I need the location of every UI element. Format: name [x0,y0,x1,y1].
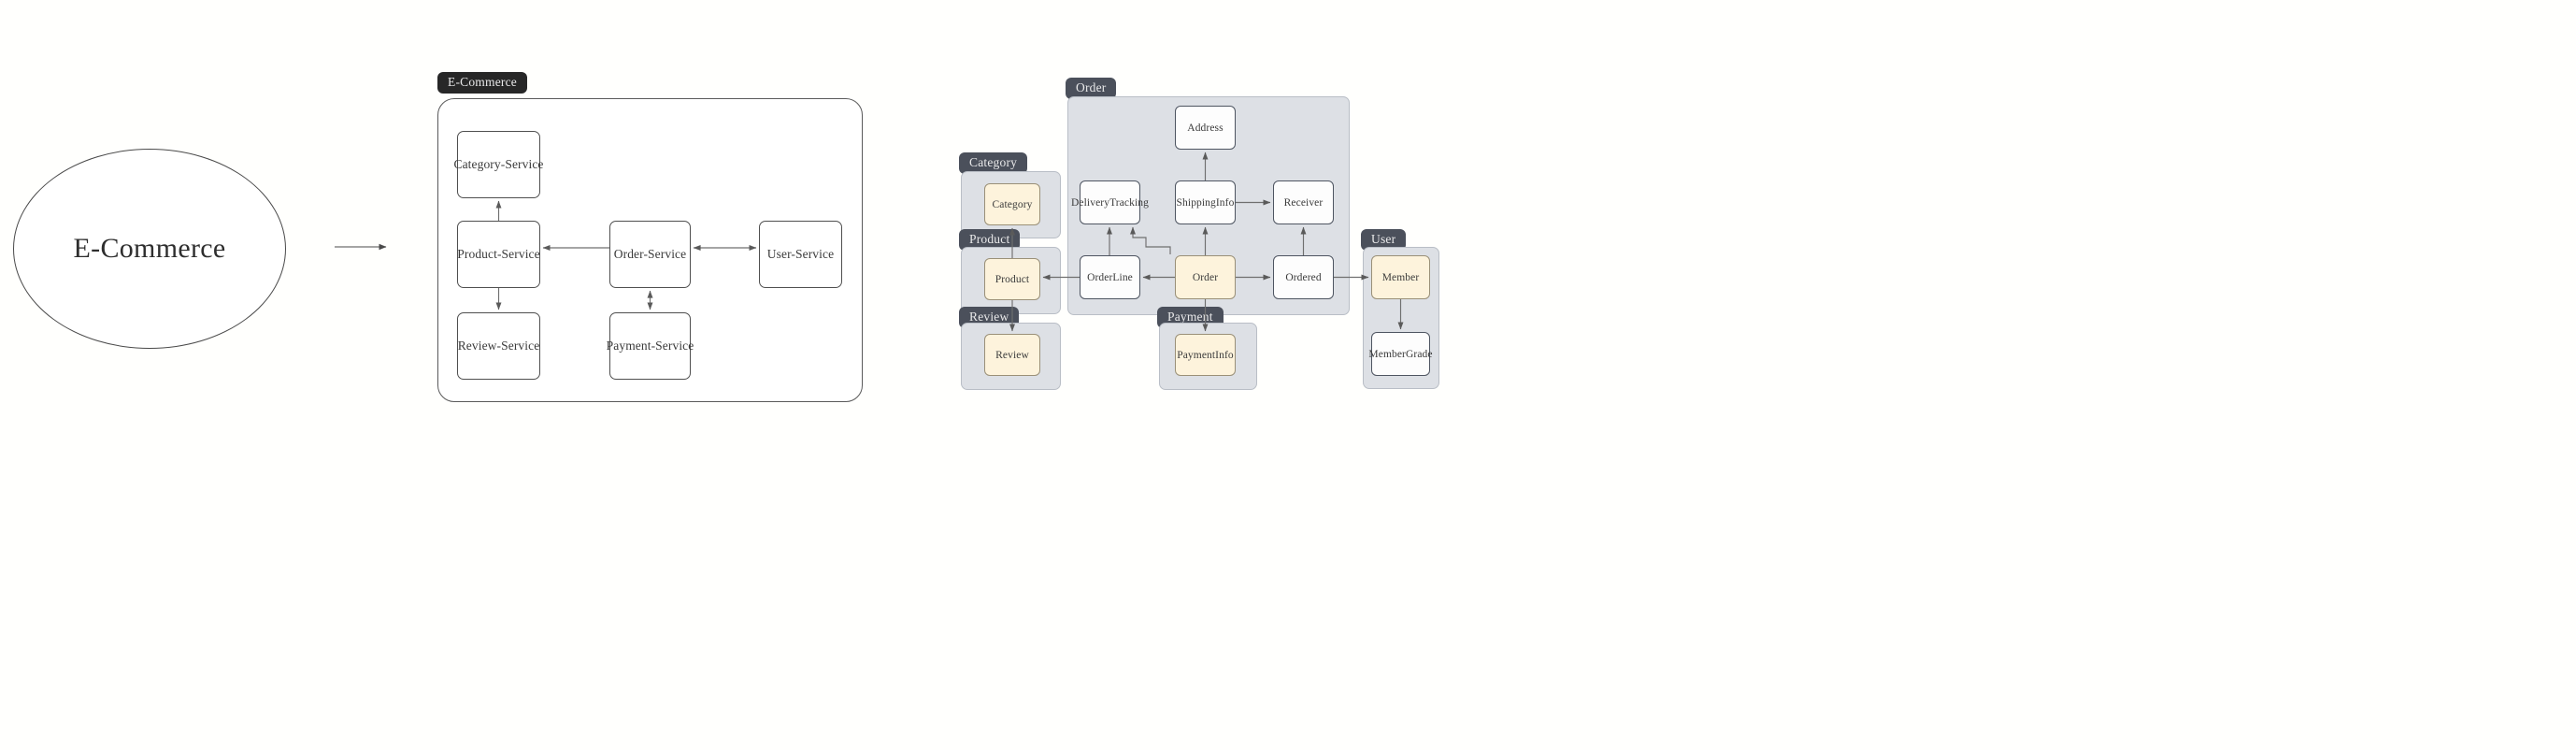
service-label: Category-Service [453,157,544,171]
entity-box-member[interactable]: Member [1371,255,1430,299]
service-label: Order-Service [613,247,687,261]
entity-box-ordered[interactable]: Ordered [1273,255,1334,299]
entity-label: OrderLine [1087,271,1133,283]
service-box-user-service[interactable]: User-Service [759,221,842,288]
service-label: User-Service [766,247,835,261]
group-tag-user[interactable]: User [1361,229,1407,252]
service-label: Review-Service [457,339,540,353]
entity-box-category[interactable]: Category [984,183,1040,225]
entity-label: Address [1187,122,1224,134]
service-box-review-service[interactable]: Review-Service [457,312,540,380]
group-tag-product[interactable]: Product [959,229,1021,252]
entity-box-review[interactable]: Review [984,334,1040,376]
entity-box-order[interactable]: Order [1175,255,1236,299]
entity-label: DeliveryTracking [1071,196,1149,209]
group-tag-ecommerce[interactable]: E-Commerce [437,72,527,94]
group-tag-category[interactable]: Category [959,152,1028,175]
entity-label: Ordered [1285,271,1322,283]
entity-label: Member [1381,271,1420,283]
context-ellipse-label: E-Commerce [73,233,226,264]
entity-box-shippinginfo[interactable]: ShippingInfo [1175,180,1236,224]
service-box-order-service[interactable]: Order-Service [609,221,691,288]
service-label: Product-Service [457,247,540,261]
entity-box-deliverytracking[interactable]: DeliveryTracking [1071,180,1149,224]
entity-box-address[interactable]: Address [1175,106,1236,150]
entity-label: Review [995,349,1029,361]
service-box-category-service[interactable]: Category-Service [453,131,543,198]
entity-box-paymentinfo[interactable]: PaymentInfo [1175,334,1236,376]
service-box-product-service[interactable]: Product-Service [457,221,540,288]
entity-box-receiver[interactable]: Receiver [1273,180,1334,224]
entity-label: Category [992,198,1033,210]
transform-arrow-icon [335,243,387,251]
entity-label: Product [995,273,1030,285]
service-box-payment-service[interactable]: Payment-Service [606,312,694,380]
entity-box-orderline[interactable]: OrderLine [1080,255,1140,299]
group-tag-order[interactable]: Order [1066,78,1117,100]
entity-label: Order [1192,271,1219,283]
entity-box-product[interactable]: Product [984,258,1040,300]
entity-label: Receiver [1283,196,1324,209]
entity-label: ShippingInfo [1176,196,1235,209]
context-ellipse[interactable]: E-Commerce [13,149,286,349]
service-label: Payment-Service [606,339,694,353]
entity-label: PaymentInfo [1177,349,1234,361]
entity-label: MemberGrade [1368,348,1433,360]
entity-box-membergrade[interactable]: MemberGrade [1368,332,1433,376]
